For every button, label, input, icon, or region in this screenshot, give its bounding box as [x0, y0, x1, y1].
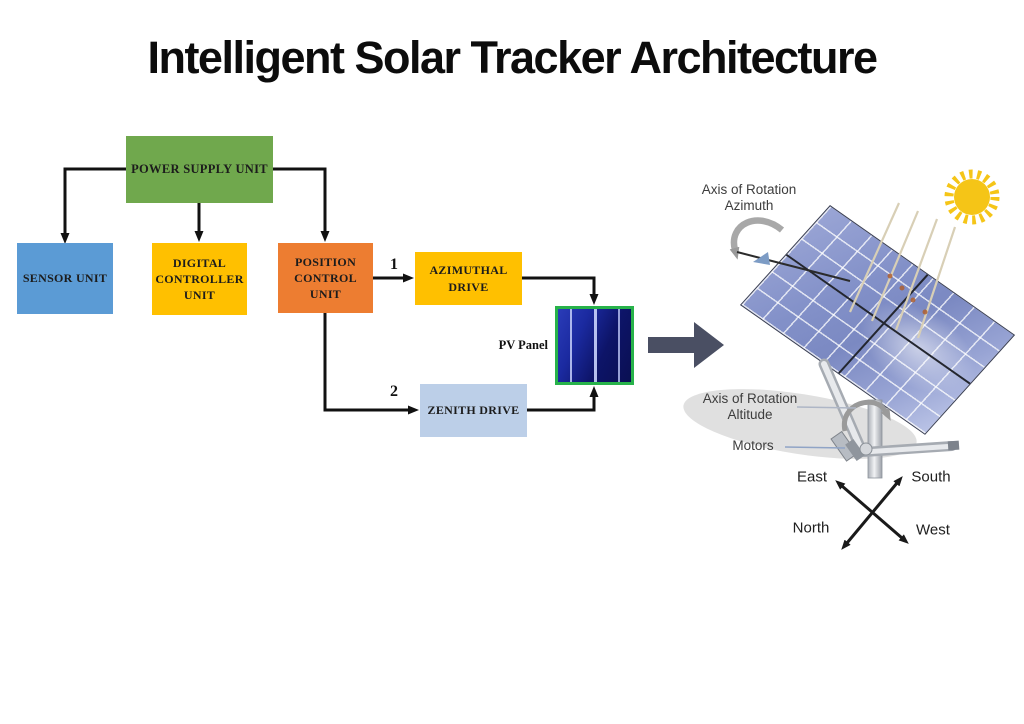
compass-north-label: North: [792, 519, 830, 537]
motors-label: Motors: [732, 438, 774, 454]
axis-blue-arrowhead: [753, 252, 770, 265]
connector-zenith-to-pvpanel: [527, 386, 599, 412]
block-position-control-unit: POSITION CONTROL UNIT: [278, 243, 373, 313]
branch-number-2: 2: [390, 383, 398, 400]
azimuth-axis-label-line1: Axis of Rotation: [701, 182, 797, 198]
block-azimuthal-drive: AZIMUTHAL DRIVE: [415, 252, 522, 305]
azimuth-axis-label: Axis of Rotation Azimuth: [702, 182, 797, 214]
connector-psu-to-sensor: [60, 167, 126, 244]
panel-frame-horizontal: [785, 254, 971, 385]
motors-leader-line: [784, 446, 846, 449]
big-right-arrow: [648, 322, 724, 368]
altitude-leader-line: [796, 406, 857, 409]
compass-west-label: West: [916, 521, 950, 539]
altitude-axis-label-line1: Axis of Rotation: [702, 391, 798, 407]
altitude-axis-label-line2: Altitude: [727, 407, 773, 422]
connector-psu-to-position: [272, 167, 330, 242]
block-zenith-drive: ZENITH DRIVE: [420, 384, 527, 437]
block-sensor-unit: SENSOR UNIT: [17, 243, 113, 314]
panel-frame-vertical: [838, 274, 929, 374]
block-label: DIGITAL CONTROLLER UNIT: [155, 255, 244, 303]
azimuth-axis-label-line2: Azimuth: [724, 198, 774, 213]
motor-blocks: [830, 430, 873, 462]
branch-number-1: 1: [390, 256, 398, 273]
block-power-supply-unit: POWER SUPPLY UNIT: [126, 136, 273, 203]
azimuth-rotation-arrow: [729, 217, 785, 260]
block-digital-controller-unit: DIGITAL CONTROLLER UNIT: [152, 243, 247, 315]
altitude-axis-label: Axis of Rotation Altitude: [703, 391, 798, 423]
block-label: ZENITH DRIVE: [427, 403, 520, 418]
block-label: POSITION CONTROL UNIT: [294, 254, 357, 302]
pv-panel-label: PV Panel: [498, 338, 548, 352]
actuator-arm: [859, 440, 960, 457]
compass-arrows: [835, 476, 909, 550]
compass-east-label: East: [796, 468, 828, 486]
connector-azimuthal-to-pvpanel: [522, 276, 599, 305]
block-label: SENSOR UNIT: [22, 271, 108, 286]
pv-panel-image: [555, 306, 634, 385]
compass-south-label: South: [911, 468, 951, 486]
altitude-rotation-arrow: [841, 399, 891, 432]
page-title: Intelligent Solar Tracker Architecture: [147, 32, 878, 83]
block-label: POWER SUPPLY UNIT: [131, 162, 268, 177]
block-label: AZIMUTHAL DRIVE: [429, 263, 508, 294]
sun-icon: [944, 169, 1000, 225]
pedestal-pole: [867, 399, 883, 479]
